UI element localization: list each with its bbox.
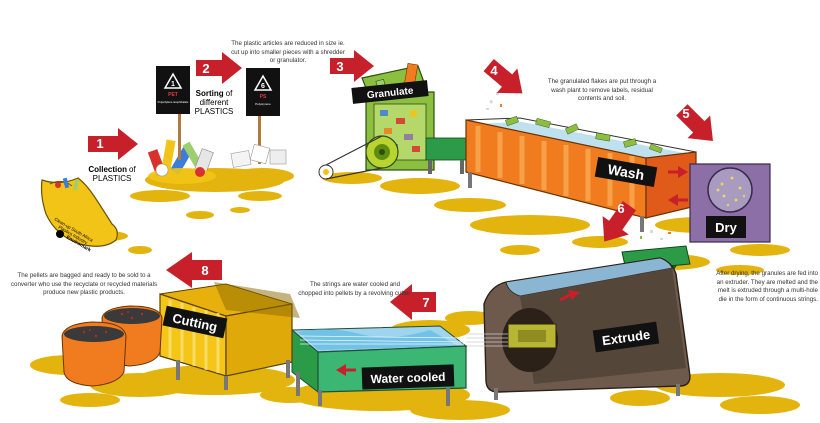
cutter-machine: Cutting: [159, 282, 300, 390]
granulate-label: Granulate: [366, 86, 414, 102]
step-1-number: 1: [96, 136, 103, 151]
pet-code: 1: [171, 81, 175, 88]
sorting-title-line3: PLASTICS: [195, 107, 234, 116]
extrude-note: After drying, the granules are fed into …: [716, 270, 818, 303]
pet-name: Polyethylene terephthalate: [158, 100, 189, 104]
wash-label: Wash: [606, 161, 645, 183]
pet-sign: 1 PET Polyethylene terephthalate: [156, 66, 190, 160]
wash-tank: Wash: [465, 115, 697, 232]
pet-abbr: PET: [168, 92, 178, 98]
step-6-number: 6: [617, 201, 624, 216]
ps-code: 6: [261, 83, 265, 90]
sorted-plastics-pile: [230, 143, 294, 184]
step-2-arrow: 2: [196, 52, 242, 84]
step-6-arrow: [602, 201, 637, 242]
extrude-label: Extrude: [601, 327, 651, 349]
collected-plastics-pile: [147, 139, 216, 184]
step-7-number: 7: [422, 295, 429, 310]
collection-title-line2: PLASTICS: [93, 174, 132, 183]
ps-abbr: PS: [260, 94, 267, 100]
water-cooled-label: Water cooled: [370, 370, 445, 387]
collection-bag: Clean-up South Africa Plastics Industry …: [40, 177, 118, 254]
step-4-arrow: [483, 59, 523, 94]
step-1-arrow: 1: [88, 128, 138, 160]
dry-label: Dry: [715, 220, 737, 235]
pellet-bags: [61, 305, 163, 387]
dryer-machine: Dry: [668, 163, 771, 243]
step-5-arrow: [676, 104, 713, 141]
step-2-number: 2: [202, 61, 209, 76]
step-5-number: 5: [682, 106, 689, 121]
ps-sign: 6 PS Polystyrene: [246, 68, 280, 164]
water-note: The strings are water cooled and chopped…: [298, 281, 412, 297]
wash-note: The granulated flakes are put through a …: [547, 78, 657, 103]
granulate-note: The plastic articles are reduced in size…: [231, 40, 345, 65]
granulator-machine: Granulate: [318, 62, 502, 180]
step-7-arrow: 7: [390, 284, 436, 320]
step-3-number: 3: [336, 59, 343, 74]
step-8-number: 8: [201, 263, 208, 278]
bagged-note: The pellets are bagged and ready to be s…: [10, 272, 158, 297]
ps-name: Polystyrene: [255, 102, 271, 106]
water-cooling-tank: Water cooled: [261, 315, 468, 406]
step-4-number: 4: [490, 63, 498, 78]
extruder-machine: Extrude: [466, 257, 691, 400]
step-8-arrow: 8: [166, 252, 222, 288]
step-3-arrow: 3: [330, 50, 374, 82]
sorting-title-line2: different: [200, 98, 230, 107]
